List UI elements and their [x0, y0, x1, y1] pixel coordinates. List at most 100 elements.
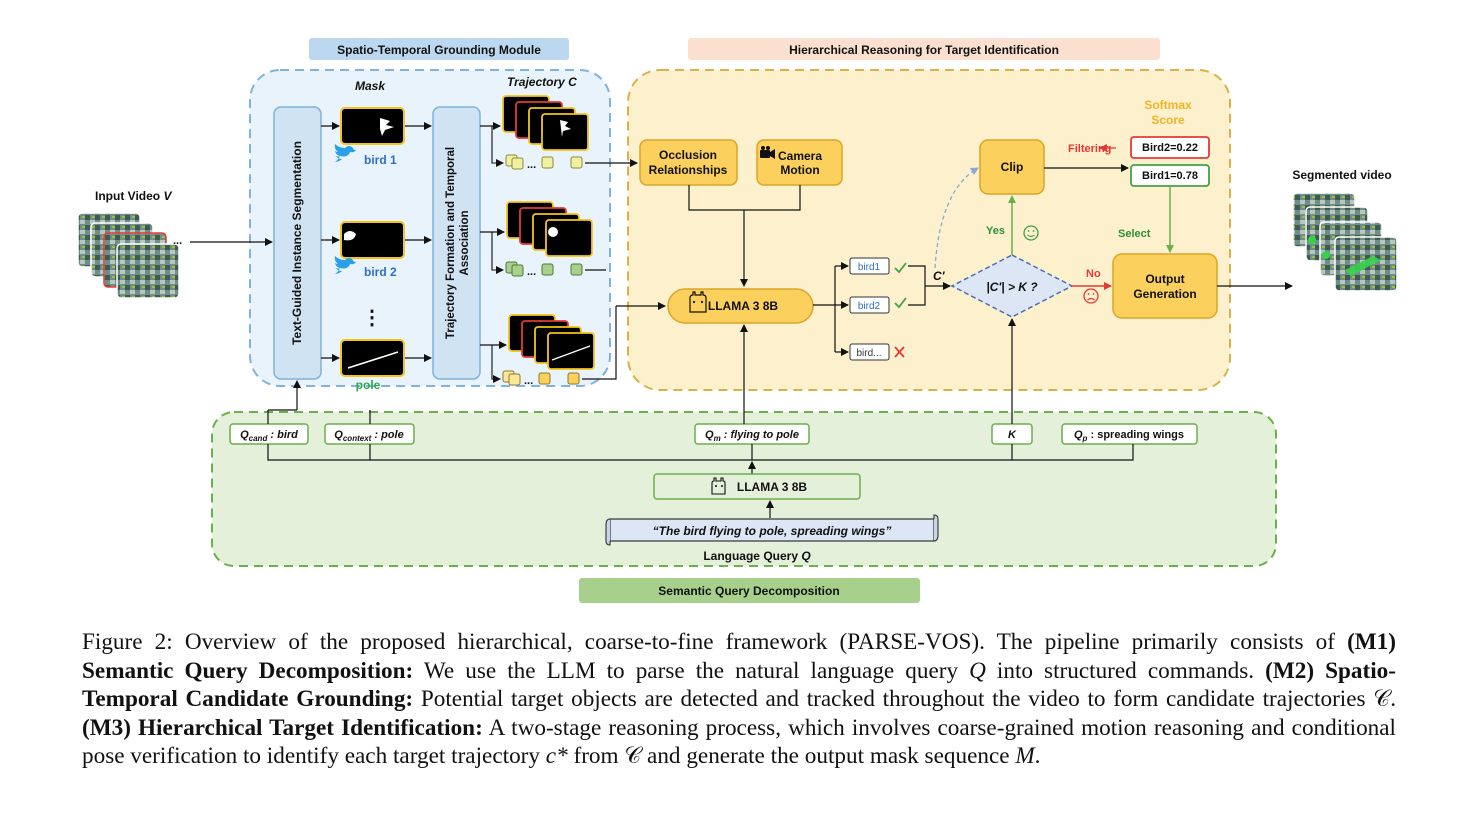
score-bird1-label: Bird1=0.78 [1142, 170, 1198, 182]
caption-m3-text-d: . [1034, 743, 1041, 770]
score-bird2 [1130, 136, 1210, 159]
svg-text:...: ... [524, 375, 533, 387]
q-m-label: Qm : flying to pole [705, 429, 799, 443]
tfta-label-2: Association [459, 210, 471, 275]
hr-title: Hierarchical Reasoning for Target Identi… [789, 43, 1059, 57]
cand-bird-more [849, 343, 890, 361]
trajectory-label: Trajectory C [507, 75, 577, 89]
query-scroll [605, 514, 939, 546]
framework-diagram: Spatio-Temporal Grounding Module Hierarc… [77, 38, 1398, 603]
bird2-label: bird 2 [364, 265, 397, 279]
caption-m2-symbol: 𝒞 [1373, 686, 1391, 713]
tgis-box [273, 106, 322, 380]
tgis-label: Text-Guided Instance Segmentation [290, 141, 304, 345]
cand-bird2-label: bird2 [858, 301, 881, 312]
frown-icon [1083, 288, 1099, 304]
mask-pole [340, 339, 405, 377]
trajectory-stack-2: ... [505, 201, 593, 278]
vertical-ellipsis: ⋮ [362, 307, 382, 329]
caption-m3-text-c: and generate the output mask sequence [641, 743, 1016, 770]
output-box [1112, 253, 1218, 319]
camera-label-1: Camera [778, 149, 822, 163]
c-prime-label: C′ [933, 269, 946, 283]
score-bird2-label: Bird2=0.22 [1142, 142, 1198, 154]
language-query-label: Language Query Q [703, 549, 811, 563]
llama-label-reasoning: LLAMA 3 8B [708, 299, 779, 313]
softmax-label-1: Softmax [1144, 98, 1192, 112]
softmax-label-2: Score [1151, 113, 1185, 127]
llama-icon [711, 477, 726, 495]
svg-text:...: ... [527, 266, 536, 278]
sqd-title-bar [579, 578, 920, 603]
condition-label: |C′| > K ? [986, 280, 1038, 294]
occlusion-label-2: Relationships [649, 163, 728, 177]
query-sentence: “The bird flying to pole, spreading wing… [653, 524, 892, 538]
yes-label: Yes [986, 225, 1005, 237]
mask-bird2 [340, 221, 405, 259]
filtering-label: Filtering [1068, 143, 1111, 155]
clip-box [979, 139, 1045, 195]
clip-label: Clip [1001, 160, 1024, 174]
caption-m3-text-a: A two-stage reasoning process, which inv… [82, 714, 1396, 770]
svg-text:...: ... [527, 159, 536, 171]
k-label: K [1008, 429, 1017, 441]
trajectory-stack-3: ... [502, 314, 595, 387]
bird1-label: bird 1 [364, 153, 397, 167]
twitter-bird-icon [334, 256, 356, 275]
caption-m3-text-b: from [567, 743, 625, 770]
video-camera-icon [760, 146, 775, 159]
cand-bird2 [849, 296, 890, 314]
q-cand-label: Qcand : bird [240, 429, 298, 443]
segmented-video-label: Segmented video [1292, 168, 1391, 182]
output-label-2: Generation [1133, 287, 1196, 301]
caption-m3-symbol-c: c* [545, 743, 568, 770]
caption-figure-line: Figure 2: Overview of the proposed hiera… [82, 629, 1335, 655]
diagram-canvas: Spatio-Temporal Grounding Module Hierarc… [77, 38, 1398, 603]
caption-m2-text-a: Potential target objects are detected an… [413, 686, 1374, 713]
sqd-title: Semantic Query Decomposition [658, 584, 839, 598]
stg-title-bar [309, 38, 569, 60]
no-label: No [1086, 268, 1101, 280]
input-video-label: Input Video V [95, 189, 172, 203]
llama-label-query: LLAMA 3 8B [737, 480, 808, 494]
select-label: Select [1118, 228, 1151, 240]
caption-m2-text-b: . [1390, 686, 1396, 713]
camera-label-2: Motion [780, 163, 819, 177]
caption-m2-title: (M2) Spatio-Temporal Candidate Grounding… [82, 657, 1397, 713]
caption-m1-text-b: into structured commands. [985, 657, 1255, 684]
pole-label: pole [356, 378, 381, 392]
condition-diamond [950, 254, 1074, 318]
caption-m3-title: (M3) Hierarchical Target Identification: [82, 714, 483, 741]
output-label-1: Output [1145, 272, 1184, 286]
q-context-label: Qcontext : pole [334, 429, 403, 443]
caption-m1-title: (M1) Semantic Query Decomposition: [82, 629, 1396, 684]
mask-bird1 [340, 107, 405, 145]
q-p-label: Qp : spreading wings [1074, 429, 1184, 443]
input-video-stack: ... [77, 212, 182, 299]
check-icon [894, 297, 907, 309]
tfta-label-1: Trajectory Formation and Temporal [445, 147, 457, 339]
caption-m3-symbol-m: M [1015, 743, 1035, 770]
cand-bird1-label: bird1 [858, 262, 881, 273]
llama-box-reasoning [667, 288, 814, 324]
svg-text:...: ... [173, 235, 182, 247]
mask-label: Mask [355, 79, 386, 93]
tfta-box [432, 106, 481, 380]
q-cand-box [229, 423, 309, 445]
trajectory-stack-1: ... [502, 95, 589, 171]
hr-title-bar [688, 38, 1160, 60]
check-icon [894, 262, 907, 274]
cross-icon [894, 346, 905, 358]
occlusion-label-1: Occlusion [659, 148, 717, 162]
caption-m1-symbol: Q [969, 657, 986, 684]
cand-bird-more-label: bird... [856, 348, 881, 359]
llama-icon [689, 291, 707, 313]
stg-title: Spatio-Temporal Grounding Module [337, 43, 541, 57]
q-p-box [1061, 423, 1198, 445]
twitter-bird-icon [334, 144, 356, 163]
llama-box-query [653, 473, 861, 500]
smile-icon [1023, 225, 1039, 241]
cand-bird1 [849, 257, 890, 275]
figure-caption: Figure 2: Overview of the proposed hiera… [82, 628, 1396, 771]
segmented-video-stack [1292, 192, 1398, 292]
